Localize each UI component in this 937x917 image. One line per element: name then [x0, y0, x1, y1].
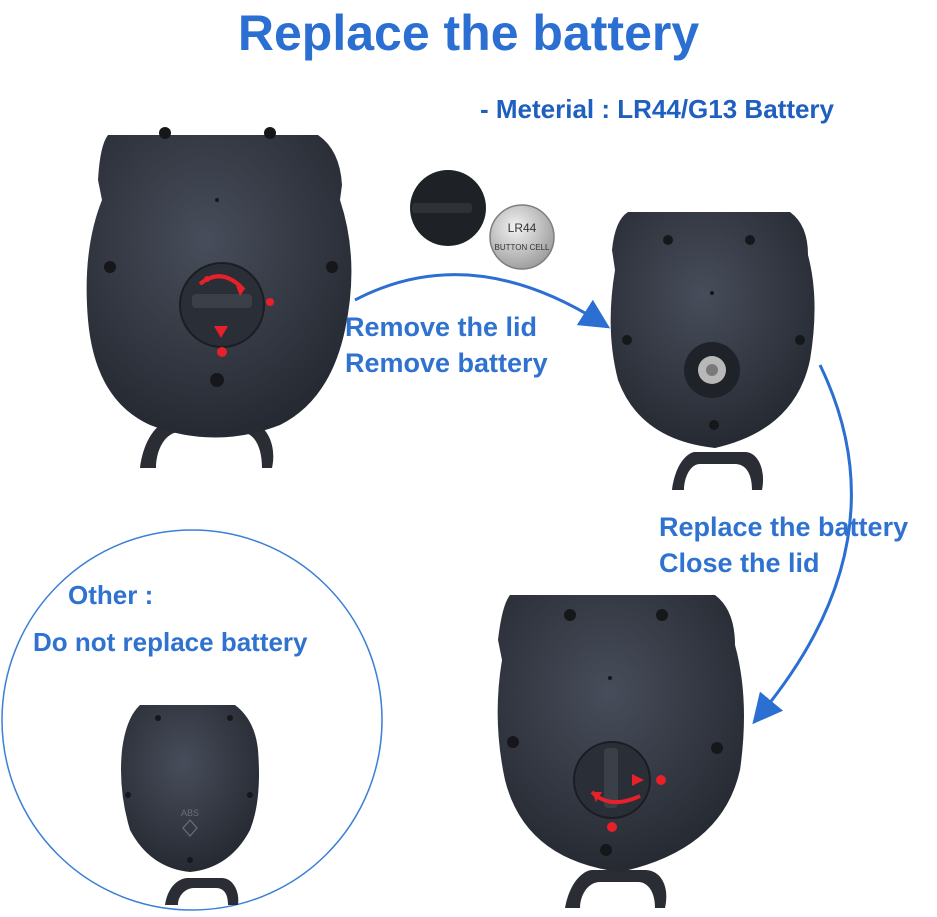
other-note: Do not replace battery	[33, 627, 308, 657]
step1-line2: Remove battery	[345, 348, 548, 378]
arrow-remove	[354, 273, 611, 329]
other-title: Other :	[68, 580, 154, 610]
page-title: Replace the battery	[237, 5, 700, 61]
step2-line2: Close the lid	[659, 548, 820, 578]
stopwatch-other: ABS	[121, 705, 259, 905]
abs-mark: ABS	[181, 808, 199, 818]
material-note: - Meterial : LR44/G13 Battery	[480, 94, 835, 124]
stopwatch-closed-lid	[86, 127, 352, 468]
battery-label-line1: LR44	[508, 221, 537, 235]
recycle-icon	[182, 819, 198, 837]
removed-lid	[410, 170, 486, 246]
battery-label-line2: BUTTON CELL	[495, 243, 551, 252]
battery-coin: LR44 BUTTON CELL	[489, 204, 555, 270]
stopwatch-lid-closed	[497, 595, 744, 908]
step1-line1: Remove the lid	[345, 312, 538, 342]
stopwatch-open	[610, 212, 815, 490]
step2-line1: Replace the battery	[659, 512, 909, 542]
arrow-replace	[752, 364, 853, 725]
other-model-circle	[1, 529, 383, 911]
